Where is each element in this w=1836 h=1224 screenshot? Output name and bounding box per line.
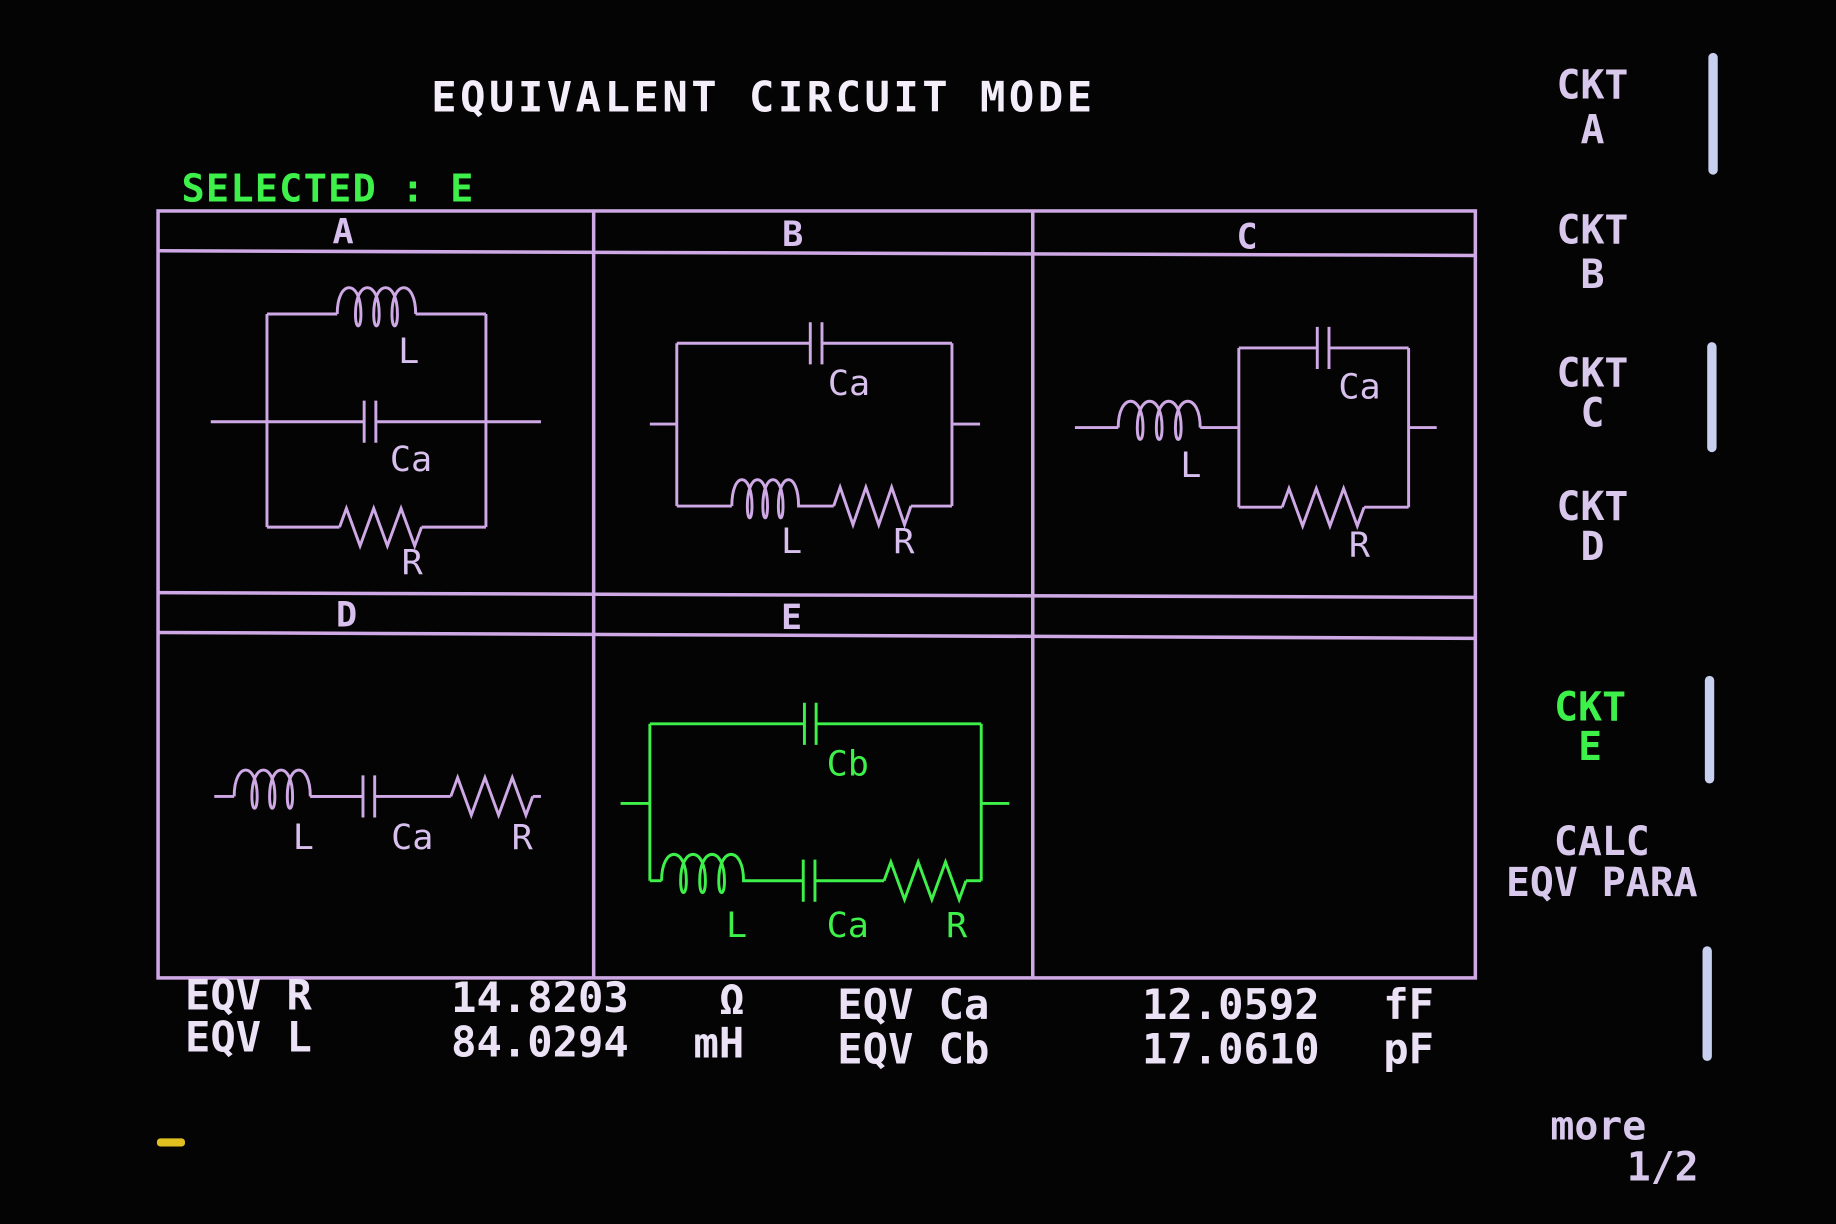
label-l: L [781, 521, 802, 562]
circuit-grid [156, 209, 1478, 980]
label-l: L [726, 905, 747, 946]
softkey-line2: B [1580, 252, 1604, 298]
readout-label: EQV Cb [837, 1024, 989, 1073]
softkey-line1: CKT [1557, 63, 1629, 109]
circuit-cell-d[interactable]: D [160, 595, 591, 976]
grid-divider [158, 590, 1476, 600]
readout-eqv-cb: EQV Cb 17.0610 pF [837, 1024, 1434, 1073]
softkey-line1: CKT [1554, 684, 1626, 730]
resistor-icon [882, 857, 968, 904]
capacitor-icon [1315, 326, 1331, 370]
softkey-line1: CKT [1557, 484, 1629, 530]
input-cursor [156, 1138, 186, 1147]
softkey-more[interactable]: more 1/2 [1550, 1103, 1698, 1190]
label-r: R [1349, 524, 1371, 565]
label-r: R [512, 817, 534, 858]
cell-header: A [333, 212, 354, 253]
readout-unit: Ω [719, 975, 744, 1024]
label-r: R [893, 521, 915, 562]
label-r: R [946, 905, 968, 946]
label-ca: Ca [827, 905, 869, 946]
softkey-line2: 1/2 [1627, 1144, 1699, 1190]
label-l: L [1180, 445, 1201, 486]
readout-eqv-ca: EQV Ca 12.0592 fF [837, 980, 1434, 1029]
cell-header: C [1236, 216, 1257, 257]
label-l: L [293, 817, 314, 858]
grid-divider [158, 630, 1476, 641]
cell-hit[interactable] [596, 213, 1030, 590]
grid-divider [158, 249, 1476, 258]
label-cb: Cb [827, 743, 869, 784]
cell-header: D [336, 595, 357, 636]
circuit-cell-a[interactable]: A [160, 212, 591, 591]
readout-label: EQV Ca [837, 980, 989, 1029]
softkey-line1: CALC [1554, 819, 1650, 865]
circuit-cell-c[interactable]: C [1035, 213, 1473, 590]
resistor-icon [832, 482, 913, 530]
circuit-cell-b[interactable]: B [596, 213, 1030, 590]
readout-unit: pF [1383, 1024, 1434, 1073]
capacitor-icon [808, 322, 824, 365]
cell-header: E [781, 597, 802, 638]
inductor-icon [1116, 399, 1202, 441]
softkey-ckt-e[interactable]: CKT E [1554, 684, 1626, 770]
resistor-icon [449, 773, 535, 820]
label-ca: Ca [828, 363, 870, 404]
softkey-line2: D [1580, 524, 1604, 570]
readout-eqv-r: EQV R 14.8203 Ω [185, 971, 745, 1025]
softkey-ckt-a[interactable]: CKT A [1557, 63, 1629, 153]
selected-indicator: SELECTED : E [181, 167, 474, 212]
softkey-group-bar [1704, 675, 1715, 784]
softkey-line1: CKT [1557, 208, 1629, 254]
softkey-line2: C [1580, 390, 1604, 436]
softkey-line1: more [1550, 1103, 1646, 1149]
capacitor-icon [362, 400, 378, 443]
inductor-icon [335, 286, 418, 328]
softkey-ckt-d[interactable]: CKT D [1557, 484, 1629, 570]
readout-value: 12.0592 [1142, 980, 1320, 1029]
label-ca: Ca [390, 439, 432, 480]
readout-value: 14.8203 [451, 973, 629, 1022]
softkey-line2: A [1580, 107, 1604, 153]
readout-value: 17.0610 [1142, 1024, 1320, 1073]
softkey-line1: CKT [1557, 351, 1629, 397]
softkey-group-bar [1708, 52, 1718, 175]
label-r: R [402, 542, 424, 583]
softkey-ckt-c[interactable]: CKT C [1557, 351, 1629, 437]
inductor-icon [232, 768, 312, 810]
circuit-cell-e[interactable]: E [596, 597, 1030, 976]
capacitor-icon [361, 775, 377, 818]
cell-header: B [782, 214, 803, 255]
page-title: EQUIVALENT CIRCUIT MODE [431, 72, 1095, 121]
softkey-line2: E [1578, 724, 1602, 770]
resistor-icon [338, 504, 423, 551]
readout-label: EQV L [185, 1013, 312, 1062]
inductor-icon [730, 478, 801, 520]
readout-unit: fF [1383, 980, 1434, 1029]
readout-unit: mH [694, 1019, 745, 1068]
softkey-calc-eqv-para[interactable]: CALC EQV PARA [1506, 819, 1698, 906]
readout-eqv-l: EQV L 84.0294 mH [185, 1013, 744, 1068]
resistor-icon [1280, 484, 1366, 531]
readout-value: 84.0294 [451, 1017, 629, 1066]
softkey-ckt-b[interactable]: CKT B [1557, 208, 1629, 298]
label-l: L [398, 331, 419, 372]
capacitor-icon [801, 859, 817, 902]
label-ca: Ca [391, 817, 433, 858]
capacitor-icon [802, 702, 818, 745]
softkey-line2: EQV PARA [1506, 860, 1698, 906]
softkey-group-bar [1707, 342, 1717, 453]
inductor-icon [660, 852, 745, 895]
softkey-group-bar [1702, 946, 1712, 1062]
label-ca: Ca [1338, 366, 1380, 407]
readout-label: EQV R [185, 971, 312, 1020]
